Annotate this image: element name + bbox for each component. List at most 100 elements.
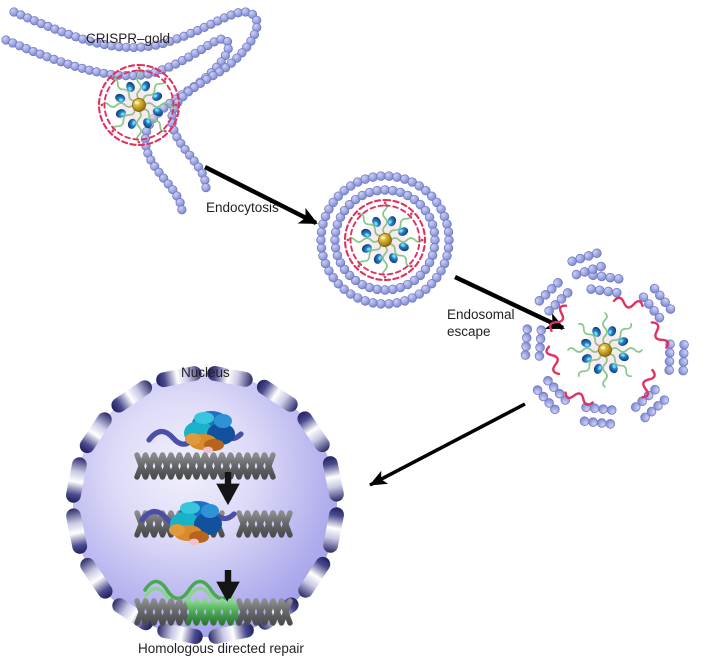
- lipid-head: [339, 284, 349, 295]
- lipid-head: [333, 191, 344, 201]
- lipid-head: [328, 197, 338, 208]
- endosome-membrane-fragment: [532, 276, 575, 318]
- lipid-head: [318, 251, 328, 261]
- endosome-membrane-fragment: [520, 324, 547, 362]
- lipid-head: [316, 235, 326, 245]
- lipid-head: [443, 227, 454, 237]
- endosome-membrane-fragment: [579, 402, 617, 430]
- lipid-head: [332, 250, 343, 261]
- nuclear-pore: [66, 457, 87, 503]
- donor-dna-strand: [612, 296, 644, 309]
- endosome-membrane-fragment: [585, 269, 625, 299]
- lipid-head: [384, 299, 394, 309]
- arrow-endocytosis: [204, 165, 318, 225]
- dna-strand: [134, 598, 191, 626]
- lipid-head: [415, 270, 426, 281]
- lipid-head: [444, 235, 454, 245]
- nuclear-pore: [323, 507, 344, 553]
- lipid-head: [436, 266, 446, 276]
- nuclear-pore: [207, 366, 253, 387]
- lipid-head: [345, 289, 356, 299]
- lipid-head: [328, 272, 338, 283]
- lipid-head: [415, 199, 426, 210]
- lipid-head: [421, 185, 431, 196]
- lipid-head: [368, 172, 378, 182]
- nuclear-pore: [66, 508, 88, 554]
- lipid-head: [353, 293, 363, 303]
- lipid-head: [427, 219, 438, 230]
- nuclear-pore: [111, 380, 153, 413]
- endosome-membrane-fragment: [629, 383, 671, 425]
- stage-nucleus: [66, 366, 344, 644]
- lipid-head: [339, 185, 349, 196]
- lipid-head: [409, 194, 420, 205]
- cas9-rnp-cutting: [139, 501, 237, 546]
- lipid-head: [316, 243, 327, 253]
- lipid-head: [339, 264, 350, 275]
- lipid-head: [432, 197, 442, 208]
- dna-strand: [236, 598, 293, 626]
- stage-endosomal-escape: [520, 247, 689, 430]
- arrow-to-nucleus: [369, 402, 526, 487]
- lipid-head: [421, 284, 431, 295]
- lipid-head: [177, 205, 187, 215]
- lipid-head: [344, 199, 355, 210]
- dna-strand: [134, 598, 191, 626]
- lipid-head: [443, 243, 454, 253]
- nuclear-pore: [297, 411, 330, 453]
- nuclear-pore: [208, 622, 254, 644]
- crispr-gold-nanoparticle-stage2: [343, 198, 427, 282]
- lipid-head: [350, 194, 361, 205]
- lipid-head: [392, 172, 402, 182]
- lipid-head: [380, 285, 390, 295]
- nuclear-pore: [322, 456, 344, 502]
- crispr-gold-nanoparticle-stage3: [567, 312, 643, 388]
- nuclear-pore: [156, 366, 202, 388]
- lipid-head: [420, 205, 431, 216]
- lipid-head: [409, 275, 420, 286]
- lipid-head: [357, 279, 368, 290]
- arrow-endosomal-escape: [454, 275, 565, 330]
- dna-strand: [236, 510, 293, 538]
- label-endosomal-escape: Endosomal escape: [447, 307, 515, 339]
- lipid-head: [350, 275, 361, 286]
- dna-strand: [236, 598, 293, 626]
- lipid-head: [414, 289, 425, 299]
- lipid-head: [368, 298, 378, 308]
- nuclear-pore: [157, 623, 203, 644]
- donor-dna-strand: [545, 345, 561, 376]
- lipid-head: [388, 185, 398, 196]
- genomic-dna-repaired: [134, 598, 293, 626]
- endosome-membrane-fragment: [636, 282, 678, 325]
- lipid-head: [316, 227, 327, 237]
- label-homologous-directed-repair: Homologous directed repair: [138, 641, 304, 656]
- lipid-head: [376, 299, 386, 309]
- lipid-head: [430, 235, 440, 245]
- lipid-head: [407, 177, 417, 187]
- lipid-head: [384, 171, 394, 181]
- dna-strand: [134, 452, 276, 480]
- lipid-head: [432, 272, 442, 283]
- lipid-head: [429, 227, 440, 237]
- cas9-rnp-scanning: [146, 411, 244, 454]
- nuclear-pore: [79, 412, 112, 454]
- lipid-head: [339, 205, 350, 216]
- released-donor-dna: [545, 296, 670, 406]
- nuclear-pores: [66, 366, 344, 644]
- lipid-head: [426, 279, 437, 289]
- dna-strand: [185, 598, 242, 626]
- dna-strand: [236, 510, 293, 538]
- lipid-head: [395, 282, 406, 293]
- lipid-head: [330, 227, 341, 237]
- donor-dna-strand: [641, 368, 656, 399]
- stage-endosome: [316, 171, 454, 309]
- dna-strand: [185, 598, 242, 626]
- lipid-head: [420, 264, 431, 275]
- donor-dna-strand: [650, 321, 670, 349]
- donor-dna-strand: [549, 304, 568, 333]
- nuclear-pore: [256, 379, 298, 412]
- label-nucleus: Nucleus: [181, 365, 230, 380]
- nuclear-pore: [298, 556, 331, 598]
